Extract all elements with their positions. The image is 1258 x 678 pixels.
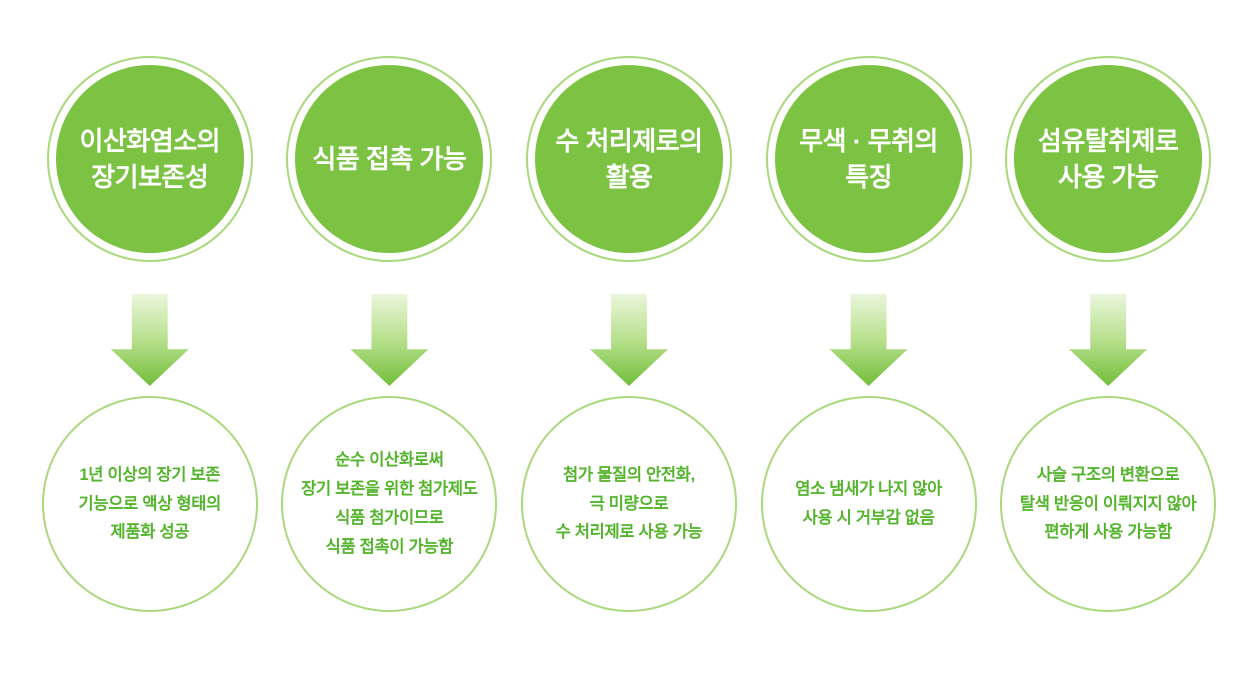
feature-column-2: 식품 접촉 가능 순수 이산화로써 장기 보존을 위한 첨가제도 식품 첨가이므… [270,0,510,678]
feature-description-circle: 사슬 구조의 변환으로 탈색 반응이 이뤄지지 않아 편하게 사용 가능함 [1000,396,1217,612]
feature-title-circle-fill: 섬유탈취제로 사용 가능 [1014,65,1203,253]
down-arrow-icon [110,294,189,386]
feature-title-circle-fill: 무색 · 무취의 특징 [774,65,963,253]
feature-description-circle: 1년 이상의 장기 보존 기능으로 액상 형태의 제품화 성공 [41,396,258,612]
down-arrow-icon [829,294,908,386]
feature-title-circle: 이산화염소의 장기보존성 [46,56,253,262]
feature-title-circle-fill: 식품 접촉 가능 [295,65,484,253]
feature-description: 순수 이산화로써 장기 보존을 위한 첨가제도 식품 첨가이므로 식품 접촉이 … [301,451,478,556]
feature-title-circle-fill: 이산화염소의 장기보존성 [55,65,244,253]
feature-description: 1년 이상의 장기 보존 기능으로 액상 형태의 제품화 성공 [78,465,222,542]
feature-description: 염소 냄새가 나지 않아 사용 시 거부감 없음 [795,480,942,527]
feature-description: 첨가 물질의 안전화, 극 미량으로 수 처리제로 사용 가능 [555,465,703,542]
feature-column-4: 무색 · 무취의 특징 염소 냄새가 나지 않아 사용 시 거부감 없음 [749,0,989,678]
feature-title: 무색 · 무취의 특징 [799,125,938,192]
feature-column-3: 수 처리제로의 활용 첨가 물질의 안전화, 극 미량으로 수 처리제로 사용 … [509,0,749,678]
feature-title-circle: 무색 · 무취의 특징 [765,56,972,262]
feature-description-circle: 첨가 물질의 안전화, 극 미량으로 수 처리제로 사용 가능 [520,396,737,612]
feature-description-circle: 염소 냄새가 나지 않아 사용 시 거부감 없음 [760,396,977,612]
feature-description-circle: 순수 이산화로써 장기 보존을 위한 첨가제도 식품 첨가이므로 식품 접촉이 … [281,396,498,612]
feature-title-circle: 식품 접촉 가능 [286,56,493,262]
feature-title-circle-fill: 수 처리제로의 활용 [534,65,723,253]
feature-column-5: 섬유탈취제로 사용 가능 사슬 구조의 변환으로 탈색 반응이 이뤄지지 않아 … [988,0,1228,678]
feature-title-circle: 섬유탈취제로 사용 가능 [1005,56,1212,262]
feature-title: 식품 접촉 가능 [312,143,467,174]
feature-column-1: 이산화염소의 장기보존성 1년 이상의 장기 보존 기능으로 액상 형태의 제품… [30,0,270,678]
feature-title: 섬유탈취제로 사용 가능 [1037,125,1179,192]
down-arrow-icon [350,294,429,386]
feature-title: 이산화염소의 장기보존성 [79,125,221,192]
feature-title: 수 처리제로의 활용 [555,125,703,192]
down-arrow-icon [589,294,668,386]
feature-title-circle: 수 처리제로의 활용 [525,56,732,262]
feature-description: 사슬 구조의 변환으로 탈색 반응이 이뤄지지 않아 편하게 사용 가능함 [1019,465,1197,542]
down-arrow-icon [1069,294,1148,386]
